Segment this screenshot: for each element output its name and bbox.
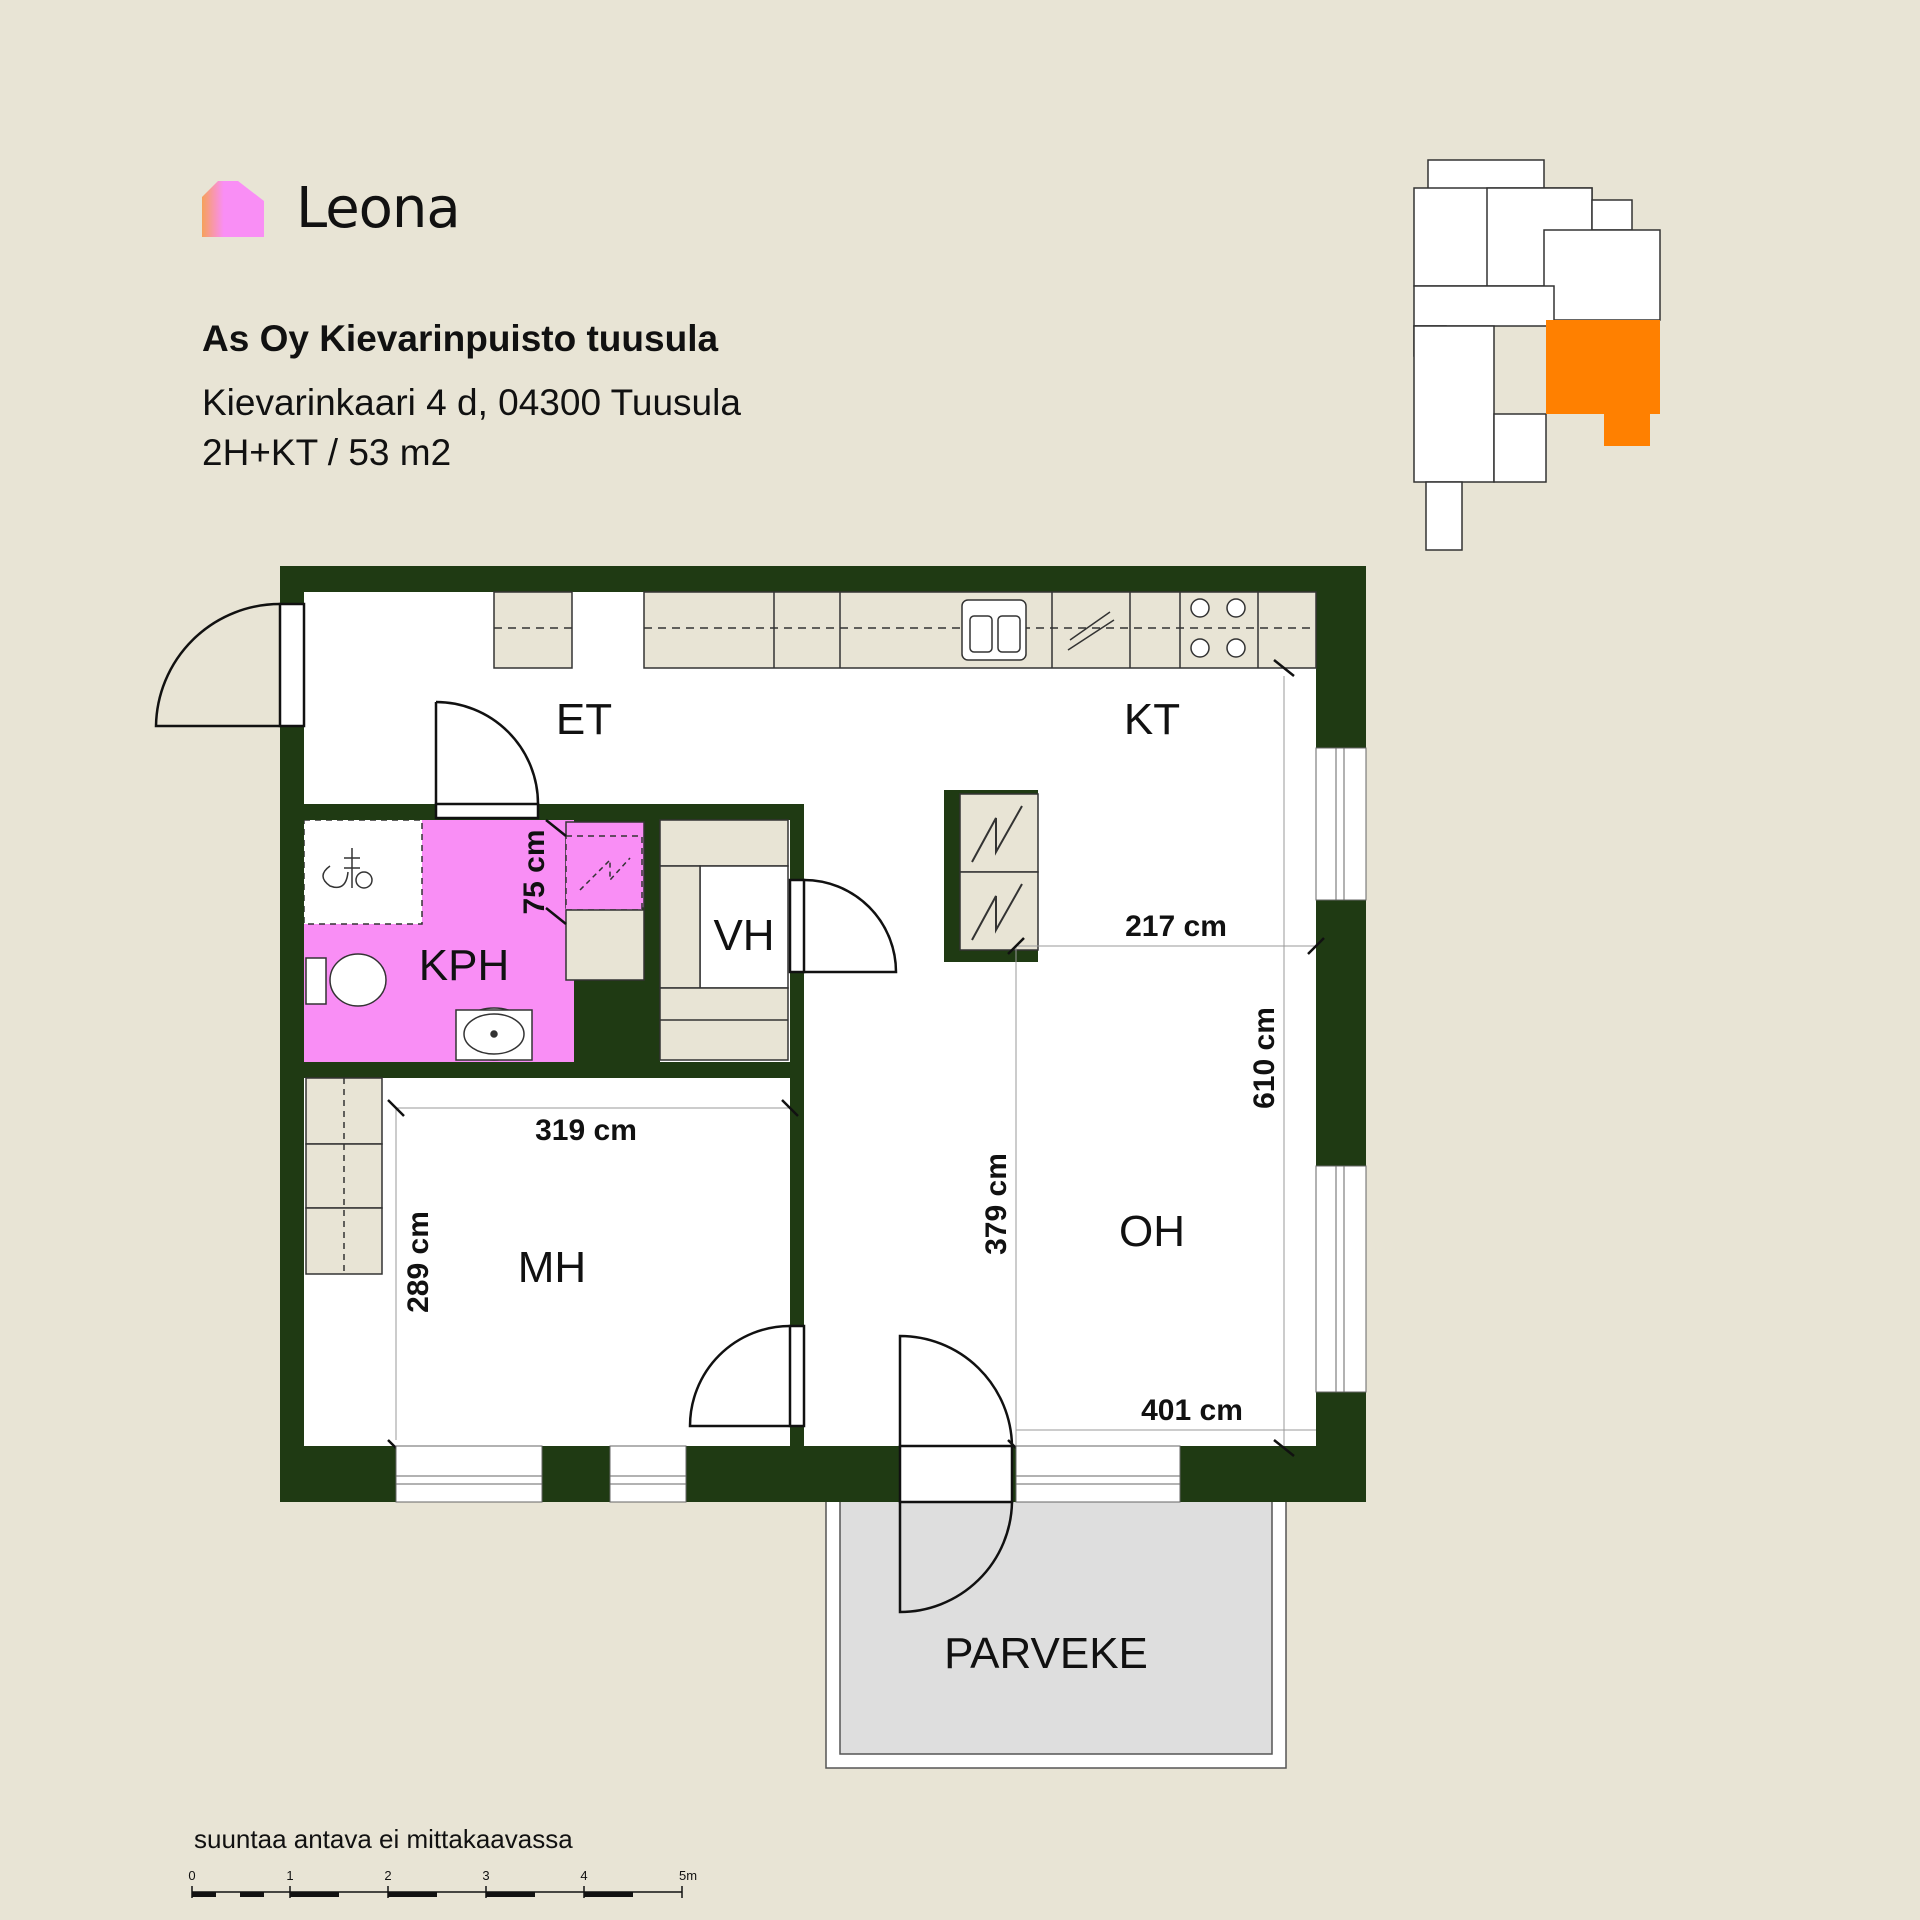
dim-mh-height: 289 cm bbox=[402, 1211, 435, 1313]
dim-oh-width: 401 cm bbox=[1141, 1394, 1243, 1427]
dim-hall-height: 379 cm bbox=[980, 1153, 1013, 1255]
room-label-kt: KT bbox=[1124, 695, 1180, 744]
shower-icon bbox=[322, 848, 360, 889]
walk-in-closet bbox=[659, 819, 790, 1062]
appliance-column bbox=[959, 793, 1039, 951]
brand-logo: Leona bbox=[200, 176, 461, 241]
property-name: As Oy Kievarinpuisto tuusula bbox=[202, 318, 719, 359]
house-logo-icon bbox=[202, 180, 264, 237]
bathroom-fixtures bbox=[305, 821, 645, 1061]
entrance-door bbox=[278, 602, 306, 728]
scale-label-5m: 5m bbox=[679, 1868, 697, 1883]
dim-kph-width: 75 cm bbox=[518, 829, 551, 914]
scale-label-0: 0 bbox=[188, 1868, 195, 1883]
scale-label-4: 4 bbox=[580, 1868, 587, 1883]
room-label-et: ET bbox=[556, 695, 612, 744]
windows bbox=[395, 747, 1367, 1503]
scale-note: suuntaa antava ei mittakaavassa bbox=[194, 1824, 573, 1854]
balcony bbox=[825, 1499, 1287, 1769]
wardrobe bbox=[305, 1077, 383, 1275]
doors bbox=[154, 602, 1014, 1614]
room-label-kph: KPH bbox=[419, 941, 509, 990]
bathroom-door bbox=[434, 802, 540, 820]
selected-apartment-highlight bbox=[1546, 320, 1660, 414]
balcony-door bbox=[898, 1444, 1014, 1504]
scale-label-2: 2 bbox=[384, 1868, 391, 1883]
scale-bar: 0 1 2 3 4 5m bbox=[188, 1868, 697, 1898]
room-label-parveke: PARVEKE bbox=[944, 1629, 1148, 1678]
property-address: Kievarinkaari 4 d, 04300 Tuusula bbox=[202, 382, 741, 423]
room-label-vh: VH bbox=[713, 911, 774, 960]
building-key-plan bbox=[1413, 159, 1661, 551]
stove-icon bbox=[1190, 598, 1246, 658]
scale-label-1: 1 bbox=[286, 1868, 293, 1883]
selected-balcony-highlight bbox=[1604, 414, 1650, 446]
kitchen-counter bbox=[493, 591, 1317, 669]
toilet-icon bbox=[329, 953, 387, 1007]
bedroom-door bbox=[788, 1324, 806, 1428]
room-label-oh: OH bbox=[1119, 1207, 1185, 1256]
dim-kt-width: 217 cm bbox=[1125, 910, 1227, 943]
dim-oh-height: 610 cm bbox=[1248, 1007, 1281, 1109]
brand-name: Leona bbox=[296, 176, 461, 241]
scale-label-3: 3 bbox=[482, 1868, 489, 1883]
dim-mh-width: 319 cm bbox=[535, 1114, 637, 1147]
closet-door bbox=[788, 878, 806, 974]
property-type-size: 2H+KT / 53 m2 bbox=[202, 432, 452, 473]
room-label-mh: MH bbox=[518, 1243, 586, 1292]
dimension-lines bbox=[395, 676, 1316, 1446]
